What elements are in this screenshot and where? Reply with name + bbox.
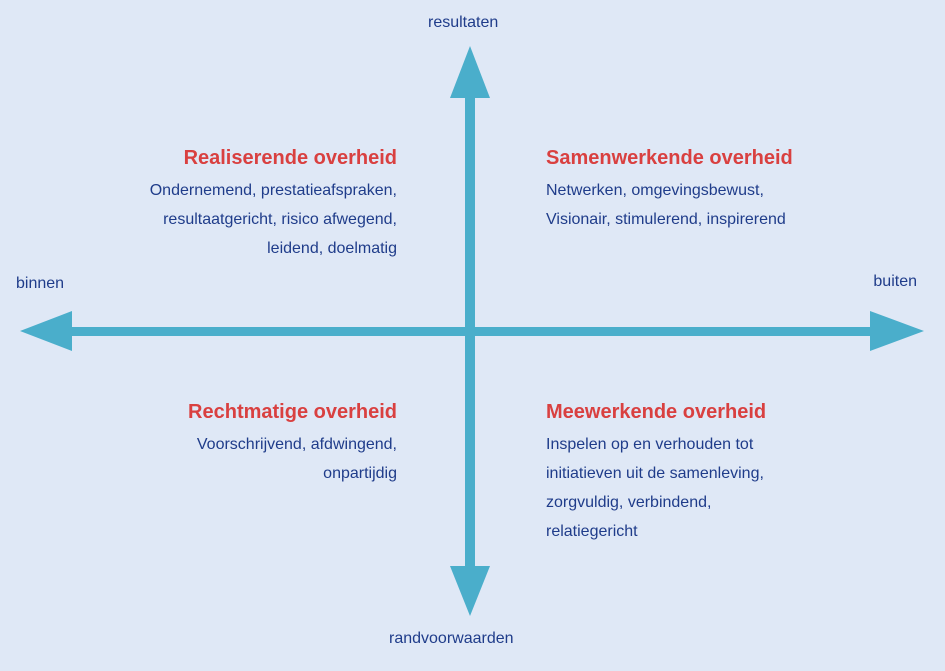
quadrant-text-line: leidend, doelmatig (267, 240, 397, 257)
quadrant-bottom-right: Meewerkende overheid Inspelen op en verh… (546, 400, 766, 546)
vertical-axis-line (465, 80, 475, 590)
quadrant-top-right: Samenwerkende overheid Netwerken, omgevi… (546, 146, 793, 234)
quadrant-title: Samenwerkende overheid (546, 147, 793, 169)
quadrant-title: Meewerkende overheid (546, 401, 767, 423)
right-arrowhead (870, 311, 924, 351)
quadrant-text-line: Ondernemend, prestatieafspraken, (149, 182, 397, 199)
bottom-arrowhead (450, 566, 490, 616)
quadrant-text-line: resultaatgericht, risico afwegend, (163, 211, 397, 228)
quadrant-title: Rechtmatige overheid (188, 401, 397, 423)
quadrant-text-line: initiatieven uit de samenleving, (546, 465, 764, 482)
quadrant-text-line: Voorschrijvend, afdwingend, (196, 436, 397, 453)
quadrant-text-line: onpartijdig (323, 465, 397, 482)
quadrant-text-line: Netwerken, omgevingsbewust, (546, 182, 764, 199)
quadrant-bottom-left: Rechtmatige overheid Voorschrijvend, afd… (188, 400, 397, 488)
left-arrowhead (20, 311, 72, 351)
axis-label-left: binnen (16, 275, 65, 292)
quadrant-text-line: zorgvuldig, verbindend, (546, 494, 712, 511)
quadrant-title: Realiserende overheid (183, 147, 397, 169)
quadrant-top-left: Realiserende overheid Ondernemend, prest… (150, 146, 397, 263)
axis-label-right: buiten (873, 273, 917, 290)
axis-label-bottom: randvoorwaarden (389, 630, 514, 647)
axis-label-top: resultaten (428, 14, 499, 31)
quadrant-text-line: Visionair, stimulerend, inspirerend (546, 211, 786, 228)
top-arrowhead (450, 46, 490, 98)
quadrant-text-line: Inspelen op en verhouden tot (546, 436, 754, 453)
quadrant-text-line: relatiegericht (546, 523, 638, 540)
